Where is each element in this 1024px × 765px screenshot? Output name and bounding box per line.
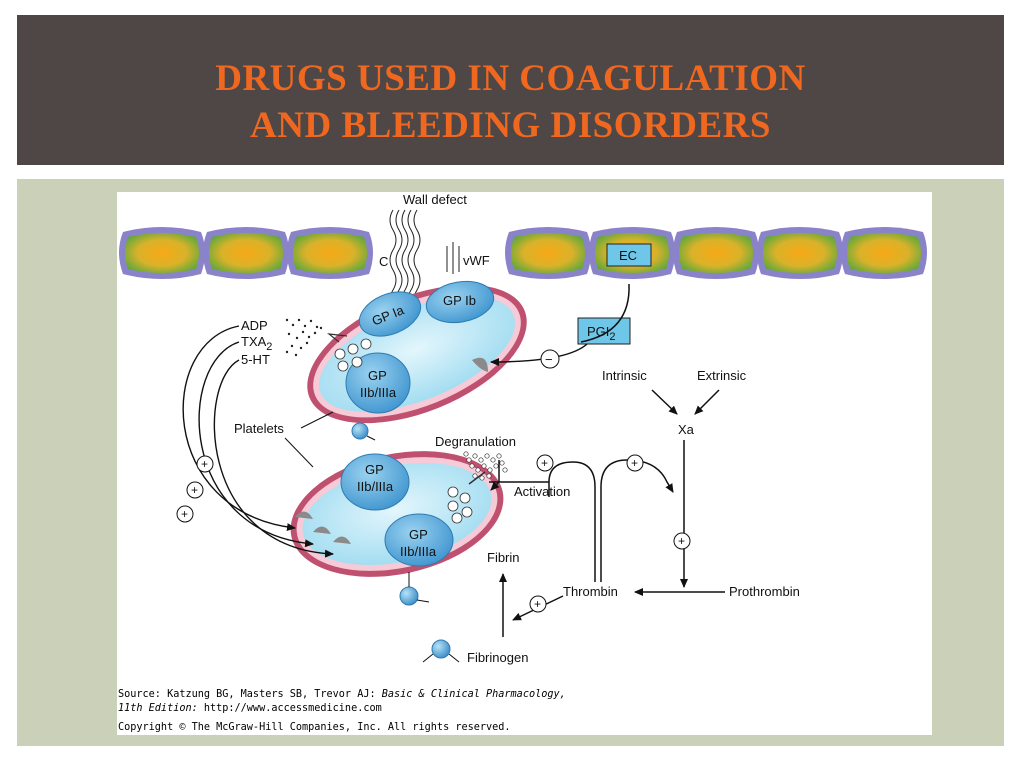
plus-sign: +: [201, 457, 208, 471]
fibrin-label: Fibrin: [487, 550, 520, 565]
prothrombin-label: Prothrombin: [729, 584, 800, 599]
platelets-leader-upper: [300, 411, 334, 429]
fibrinogen-arm-right: [448, 653, 460, 663]
ec-box: [606, 243, 652, 267]
pgi2-label: PGI2: [587, 324, 616, 343]
slide-title-line-2: AND BLEEDING DISORDERS: [250, 105, 771, 146]
granules-upper: [334, 338, 372, 372]
gp-iib-iiia-label-2: IIb/IIIa: [357, 479, 394, 494]
gp-iib-iiia-receptor-3: [384, 513, 454, 567]
platelets-leader-lower: [284, 437, 314, 468]
mediator-dots: [285, 318, 323, 357]
surface-receptors: [295, 511, 351, 544]
txa2-text: TXA: [241, 334, 267, 349]
slide-title-line-1: DRUGS USED IN COAGULATION: [215, 58, 806, 99]
coagulation-diagram: Wall defect C vWF EC PGI2 GP Ia GP Ib GP…: [119, 192, 927, 665]
txa2-label: TXA2: [241, 334, 272, 353]
plus-circles-left: [176, 455, 214, 523]
plus-sign: +: [191, 483, 198, 497]
degranulation-arrow: [468, 471, 486, 485]
credit-source-prefix: Source: Katzung BG, Masters SB, Trevor A…: [118, 689, 382, 700]
platelet-adhering: [307, 284, 527, 424]
release-arrow: [327, 333, 348, 343]
gp-label-2: GP: [365, 462, 384, 477]
gp-iib-iiia-label: IIb/IIIa: [360, 385, 397, 400]
gp-iib-iiia-receptor: [345, 352, 411, 414]
endothelial-layer: [119, 227, 927, 279]
platelet-activated: [290, 451, 504, 577]
gp-ib-label: GP Ib: [443, 293, 476, 308]
pgi2-box: [577, 317, 631, 345]
extrinsic-label: Extrinsic: [697, 368, 747, 383]
endothelial-cell: [203, 227, 289, 279]
ec-to-pgi2-path: [580, 283, 630, 343]
intrinsic-arrow: [651, 389, 678, 415]
plus-circle-feedback: [626, 454, 644, 472]
vwf-label: vWF: [463, 253, 490, 268]
collagen-label: C: [379, 254, 388, 269]
endothelial-cell: [757, 227, 843, 279]
credit-source-book: Basic & Clinical Pharmacology,: [381, 689, 566, 700]
plus-sign: +: [181, 507, 188, 521]
plus-circle-activation: [536, 454, 554, 472]
collagen-fibers: [389, 209, 421, 309]
endothelial-cell: [673, 227, 759, 279]
minus-sign: −: [545, 352, 553, 367]
fibrinogen-arm-left: [422, 653, 434, 663]
fibrinogen-ball-lower: [399, 586, 419, 606]
5ht-label: 5-HT: [241, 352, 270, 367]
credit-copyright: Copyright © The McGraw-Hill Companies, I…: [118, 722, 511, 733]
gp-iib-iiia-receptor-2: [340, 453, 410, 511]
plus-circle-xa: [673, 532, 691, 550]
granules-lower: [447, 486, 473, 524]
credit-edition-text: 11th Edition:: [118, 703, 198, 714]
plus-sign: +: [534, 597, 541, 611]
endothelial-cell: [505, 227, 591, 279]
adp-label: ADP: [241, 318, 268, 333]
xa-label: Xa: [678, 422, 695, 437]
pgi2-text: PGI: [587, 324, 609, 339]
ball-tail: [416, 599, 430, 603]
activation-label: Activation: [514, 484, 570, 499]
plus-sign: +: [541, 456, 548, 470]
wall-defect-label: Wall defect: [403, 192, 467, 207]
platelets-label: Platelets: [234, 421, 284, 436]
thrombin-activation-loop: [548, 461, 596, 582]
gp-label-3: GP: [409, 527, 428, 542]
gp-ib-receptor: [425, 280, 495, 324]
gp-label: GP: [368, 368, 387, 383]
plus-circle-fibrin: [529, 595, 547, 613]
txa2-subscript: 2: [266, 341, 272, 353]
endothelial-cell: [841, 227, 927, 279]
intrinsic-label: Intrinsic: [602, 368, 647, 383]
fibrinogen-label: Fibrinogen: [467, 650, 528, 665]
thrombin-feedback-loop: [600, 459, 674, 582]
slide-title: DRUGS USED IN COAGULATION AND BLEEDING D…: [17, 55, 1004, 149]
credit-source: Source: Katzung BG, Masters SB, Trevor A…: [118, 689, 566, 700]
endothelial-cell: [119, 227, 205, 279]
degranulation-label: Degranulation: [435, 434, 516, 449]
minus-circle: [540, 349, 560, 369]
mediator-feedback-arrows: [182, 325, 334, 558]
endothelial-cell: [287, 227, 373, 279]
vwf-strands: [446, 242, 460, 274]
credit-url: http://www.accessmedicine.com: [197, 703, 382, 714]
title-band: DRUGS USED IN COAGULATION AND BLEEDING D…: [17, 15, 1004, 165]
plus-sign: +: [678, 534, 685, 548]
pgi2-subscript: 2: [609, 331, 615, 343]
degranulation-dots: [463, 451, 508, 481]
gp-ia-receptor: [358, 291, 422, 337]
extrinsic-arrow: [694, 389, 720, 415]
activation-arrow: [490, 460, 500, 491]
plus-sign: +: [631, 456, 638, 470]
fibrinogen-tail: [366, 435, 376, 441]
ec-label: EC: [619, 248, 637, 263]
platelet-pseudopod: [472, 357, 488, 372]
gp-iib-iiia-label-3: IIb/IIIa: [400, 544, 437, 559]
credit-edition: 11th Edition: http://www.accessmedicine.…: [118, 703, 382, 714]
fibrinogen-ball: [351, 422, 369, 440]
coagulation-figure: Wall defect C vWF EC PGI2 GP Ia GP Ib GP…: [117, 192, 932, 735]
fibrinogen-molecule: [431, 639, 451, 659]
thrombin-label: Thrombin: [563, 584, 618, 599]
